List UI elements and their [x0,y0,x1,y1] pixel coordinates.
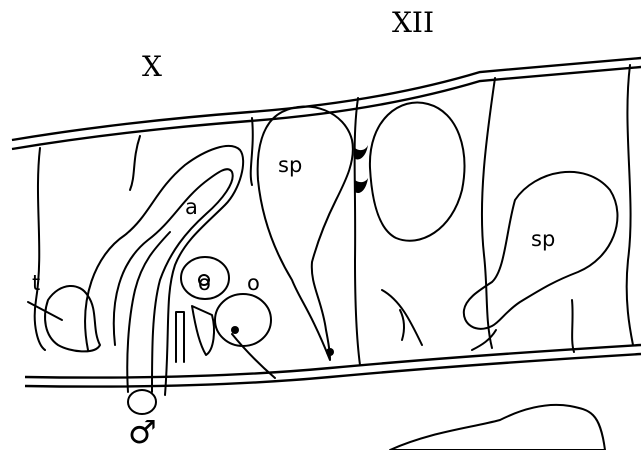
male-symbol: ♂ [128,413,157,450]
spermatheca-right [464,172,618,352]
segment-label-x: X [142,50,162,83]
body-wall-top [12,58,641,149]
ovary-right [215,294,275,378]
ducts [176,306,214,362]
label-a: a [185,195,198,219]
label-sp-left: sp [278,153,302,177]
label-t: t [32,271,40,295]
adjacent-specimen [390,405,605,450]
label-o-left: o [198,271,211,295]
label-sp-right: sp [531,227,555,251]
atrium [85,146,243,414]
strands [382,290,496,350]
segment-label-xii: XII [392,6,434,39]
spermatheca-middle [370,102,465,240]
septa [35,65,633,365]
label-o-right: o [247,271,260,295]
